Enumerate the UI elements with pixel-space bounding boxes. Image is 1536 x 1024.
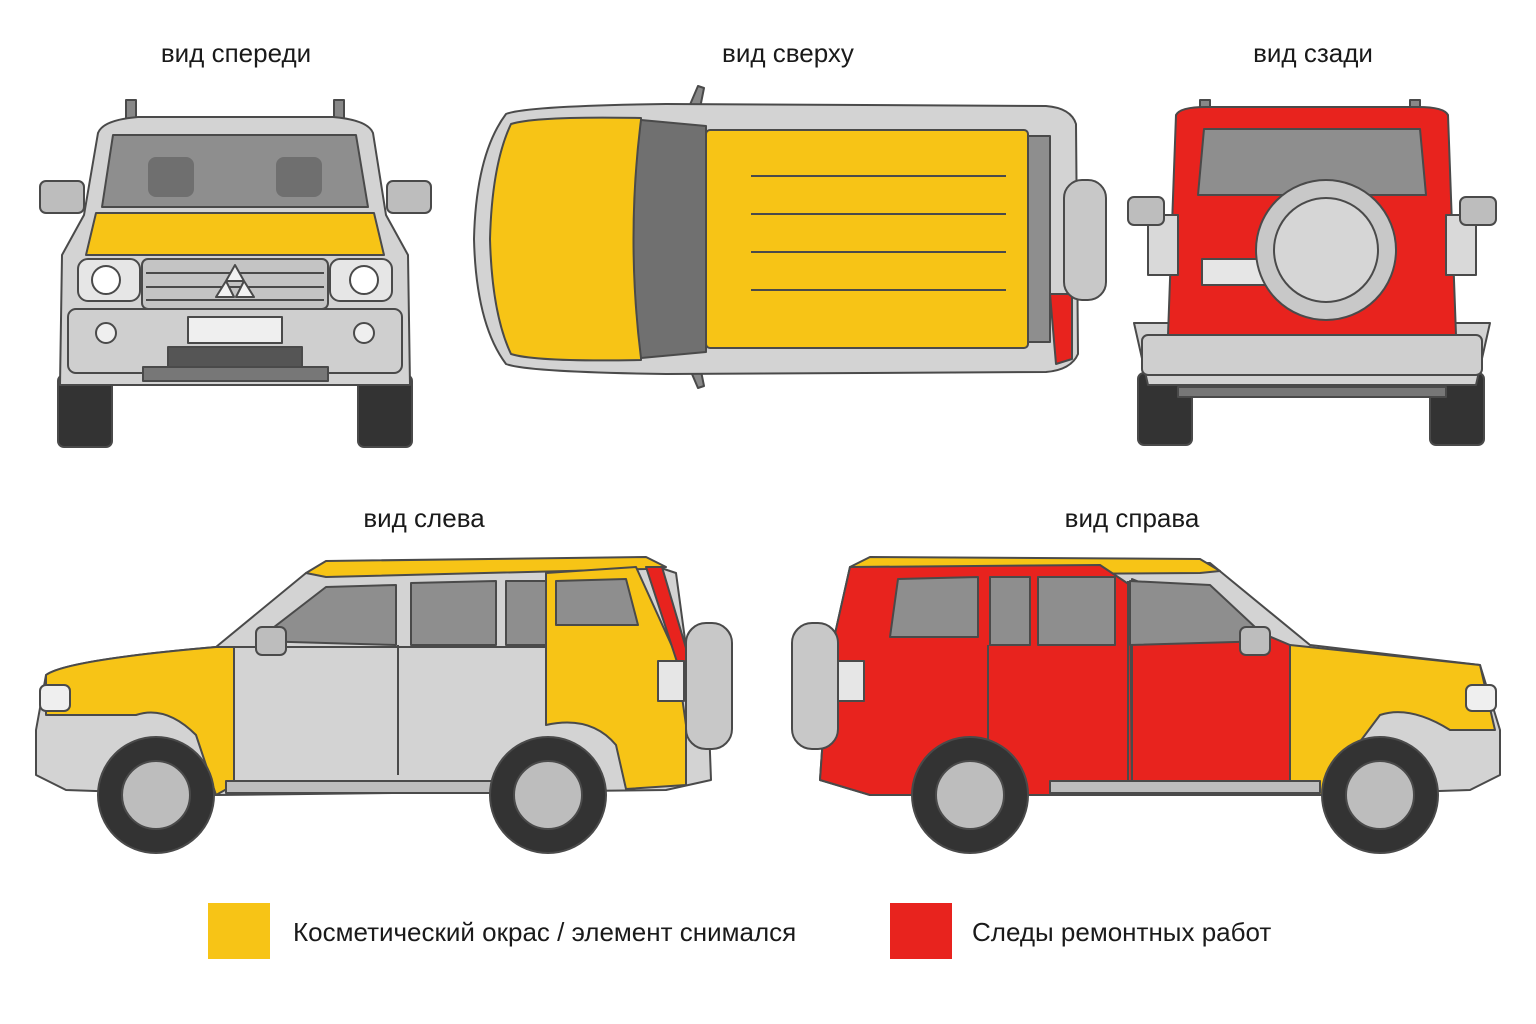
left-view-title: вид слева bbox=[363, 503, 485, 533]
rear-view-car bbox=[1127, 99, 1497, 446]
top-view-title: вид сверху bbox=[722, 38, 854, 68]
rear-view-title: вид сзади bbox=[1253, 38, 1373, 68]
front-view-car bbox=[39, 99, 432, 448]
right-view-title: вид справа bbox=[1064, 503, 1200, 533]
legend-swatch-cosmetic bbox=[208, 903, 270, 959]
left-view-car bbox=[35, 556, 733, 854]
front-view-title: вид спереди bbox=[160, 38, 312, 68]
legend-swatch-repair bbox=[890, 903, 952, 959]
top-view-car bbox=[473, 85, 1107, 389]
right-view-car bbox=[791, 556, 1501, 854]
legend-label-repair: Следы ремонтных работ bbox=[972, 917, 1272, 947]
legend-label-cosmetic: Косметический окрас / элемент снимался bbox=[293, 917, 797, 947]
